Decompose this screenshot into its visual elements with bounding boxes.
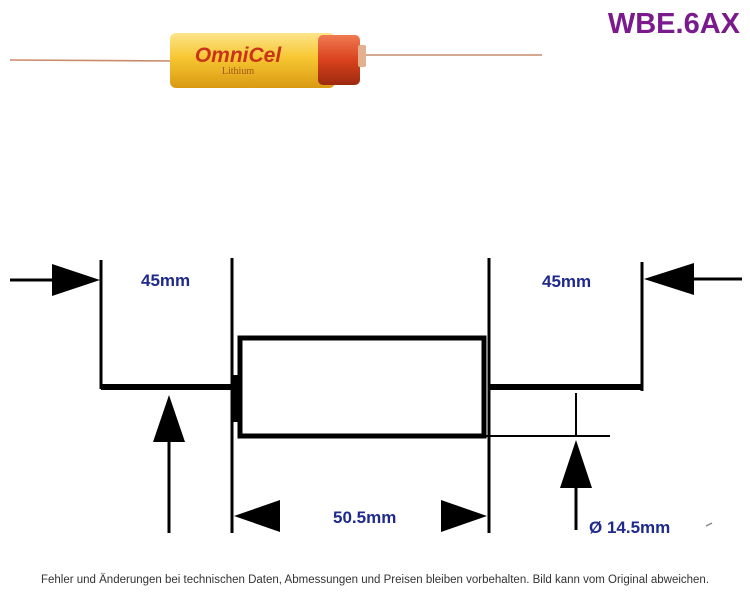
battery-terminal xyxy=(358,45,366,67)
left-lead-length-label: 45mm xyxy=(141,271,190,290)
model-code-title: WBE.6AX xyxy=(607,8,740,40)
dimension-drawing: 45mm 45mm 50.5mm Ø 14.5mm xyxy=(10,258,742,537)
diameter-label: Ø 14.5mm xyxy=(589,518,670,537)
diameter-arrowhead xyxy=(560,440,592,488)
battery-chemistry-text: Lithium xyxy=(222,66,254,77)
disclaimer-text: Fehler und Änderungen bei technischen Da… xyxy=(40,574,710,586)
left-dim-arrowhead xyxy=(52,264,100,296)
body-length-arrowhead-left xyxy=(234,500,280,532)
battery-photo: OmniCel Lithium xyxy=(9,33,542,88)
cell-body-outline xyxy=(237,335,487,439)
battery-brand-text: OmniCel xyxy=(195,44,283,67)
battery-body xyxy=(170,33,335,88)
left-lead-wire xyxy=(9,59,176,62)
body-length-arrowhead-right xyxy=(441,500,487,532)
right-lead-length-label: 45mm xyxy=(542,272,591,291)
body-length-label: 50.5mm xyxy=(333,508,396,527)
lead-height-arrowhead xyxy=(153,395,185,442)
stray-mark xyxy=(705,522,713,527)
battery-cap xyxy=(318,35,360,85)
right-dim-arrowhead xyxy=(644,263,694,295)
